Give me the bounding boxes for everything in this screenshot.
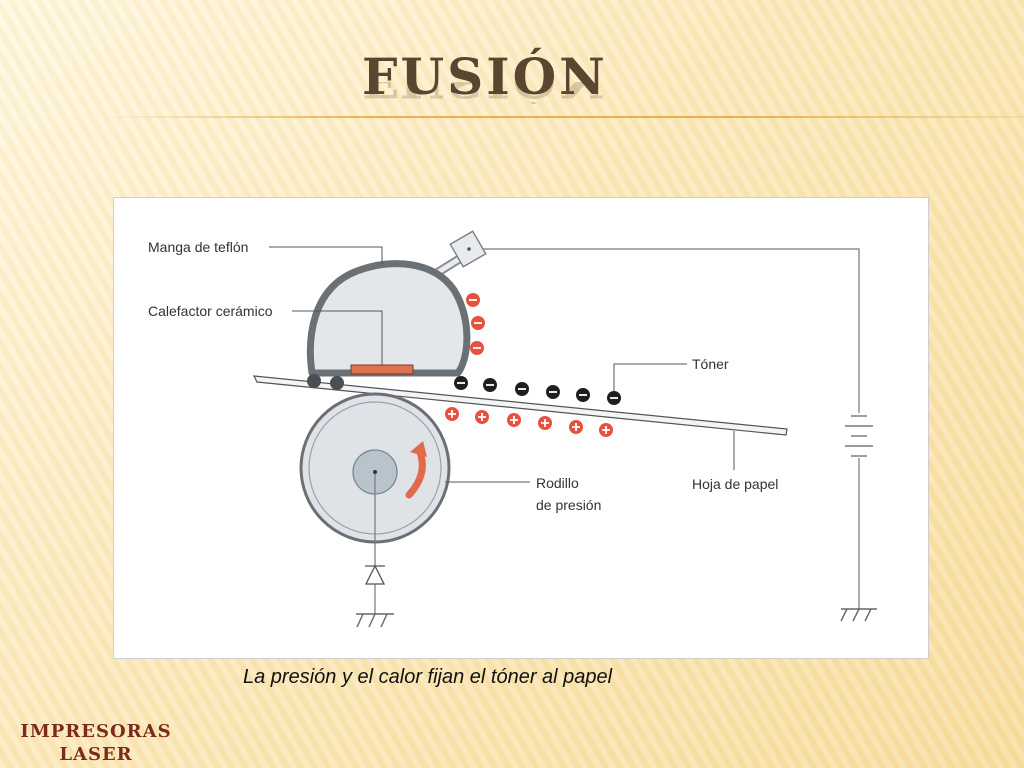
ground-symbol-right [840,608,877,622]
slide-title-reflection: FUSIÓN [362,82,608,104]
diode-symbol [364,564,386,585]
toner-particles [454,376,621,405]
teflon-sleeve [306,260,471,377]
battery-symbol [845,415,873,457]
fused-toner-particle [307,374,321,388]
footer-line-1: IMPRESORAS [20,721,172,742]
paper-sheet [252,375,788,436]
circuit-wire-top [469,248,860,413]
label-pressure-roller-2: de presión [536,497,601,513]
label-toner: Tóner [692,356,729,372]
label-paper-sheet: Hoja de papel [692,476,778,492]
label-pressure-roller-1: Rodillo [536,475,579,491]
leader-sleeve [269,246,383,264]
positive-charges [445,407,613,437]
figure-caption: La presión y el calor fijan el tóner al … [243,666,613,688]
leader-toner [613,363,687,391]
footer-logo-text: IMPRESORAS LASER [18,720,174,766]
fuser-diagram: Manga de teflón Calefactor cerámico Tóne… [113,197,929,659]
label-teflon-sleeve: Manga de teflón [148,239,248,255]
label-ceramic-heater: Calefactor cerámico [148,303,273,319]
fused-toner-particle [330,376,344,390]
sleeve-charges [466,293,485,355]
leader-heater [292,310,383,366]
contact-bracket [429,230,487,280]
rotation-arrowhead [410,441,427,457]
footer-line-2: LASER [59,744,133,765]
ground-symbol-left [356,613,394,628]
ceramic-heater [350,364,414,375]
pressure-roller [299,392,451,544]
title-underline [100,116,1024,118]
fuser-diagram-svg: Manga de teflón Calefactor cerámico Tóne… [148,230,877,628]
slide-title: FUSIÓN [362,47,608,106]
